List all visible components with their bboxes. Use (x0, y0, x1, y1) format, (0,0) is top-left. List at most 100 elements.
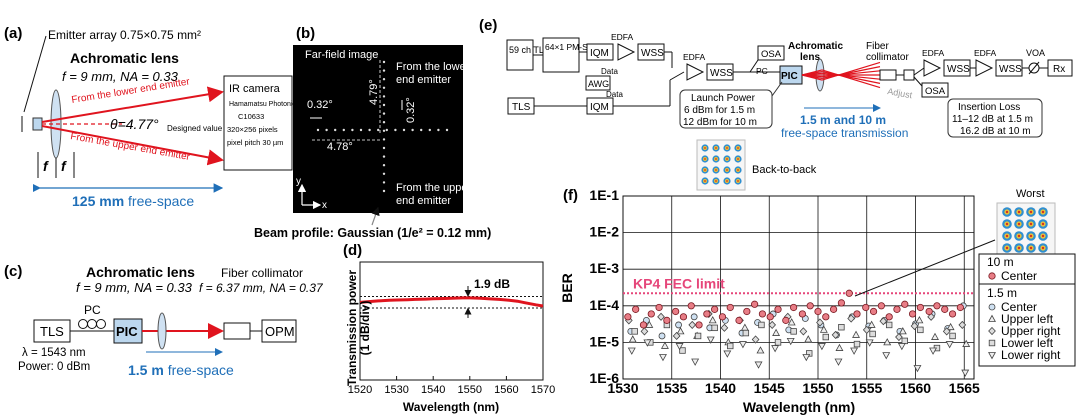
constellation-spot (704, 147, 706, 149)
ber-point-10m-center (647, 310, 655, 318)
far-field-spots (316, 60, 449, 193)
pc-label-e: PC (756, 66, 768, 76)
far-field-spot (394, 128, 397, 132)
ber-point-10m-center (893, 305, 901, 313)
ber-point-15m-upper-left (883, 338, 892, 346)
panel-f-y-tick-label: 1E-6 (589, 370, 619, 386)
ber-point-15m-upper-right (879, 317, 888, 326)
launch-power-box (679, 89, 773, 129)
distance-c: 1.5 m free-space (128, 362, 234, 378)
ber-point-15m-lower-right (929, 347, 938, 355)
ber-point-15m-lower-left (679, 347, 686, 354)
constellation-spot (1029, 246, 1033, 250)
ber-point-10m-center (718, 313, 727, 321)
ber-point-10m-center (908, 310, 917, 318)
ber-point-15m-lower-right (706, 336, 715, 344)
ber-point-15m-upper-left (835, 343, 844, 351)
far-field-spot (382, 164, 386, 167)
splitter-box (542, 37, 580, 73)
fiber-collimator-c (223, 322, 251, 340)
ber-point-15m-lower-right (691, 358, 700, 366)
tls-label-e: TLS (512, 102, 531, 113)
far-field-spot (368, 128, 371, 132)
iqm-label-1: IQM (590, 48, 609, 59)
constellation-spot (715, 169, 717, 171)
legend-item-upper-right: Upper right (1001, 324, 1061, 338)
constellation-spot (1005, 234, 1009, 238)
launch-power-title: Launch Power (691, 93, 756, 104)
panel-f-x-tick-label: 1555 (851, 380, 882, 396)
opm-label: OPM (265, 324, 295, 339)
data-label-1: Data (601, 67, 618, 76)
far-field-spot (382, 129, 386, 132)
osa-label-2: OSA (925, 86, 946, 97)
legend-marker-upper-right (988, 326, 996, 336)
theta-label: θ=4.77° (110, 116, 159, 132)
worst-pointer (854, 239, 996, 297)
voa-label: VOA (1026, 48, 1045, 58)
panel-e-label: (e) (479, 17, 497, 34)
f-label-1: f (43, 158, 49, 174)
wss-label-2: WSS (710, 68, 733, 79)
lens-spec-c: f = 9 mm, NA = 0.33 (76, 280, 193, 295)
panel-f-x-tick-label: 1550 (802, 380, 833, 396)
ber-point-15m-lower-right (961, 369, 970, 377)
constellation-spot (1017, 246, 1021, 250)
axis-y-label: y (296, 176, 301, 187)
constellation-spot (1041, 234, 1045, 238)
ber-point-10m-center (679, 313, 688, 321)
free-space-rays (801, 61, 881, 89)
panel-f-x-tick-label: 1545 (754, 380, 785, 396)
ber-point-15m-lower-right (786, 337, 795, 346)
panel-f-y-tick-label: 1E-3 (589, 260, 619, 276)
ber-point-15m-lower-right (675, 343, 684, 351)
constellation-worst-spots (1002, 207, 1048, 253)
panel-f-xlabel: Wavelength (nm) (743, 399, 855, 415)
osa-box-1 (757, 45, 785, 61)
constellation-spot (737, 169, 739, 171)
constellation-spot (1005, 246, 1009, 250)
beam-profile-label: Beam profile: Gaussian (1/e² = 0.12 mm) (254, 226, 491, 240)
osa-box-2 (921, 82, 949, 98)
collimator-spec: f = 6.37 mm, NA = 0.37 (199, 281, 324, 295)
far-field-spot (316, 128, 320, 132)
legend-marker-lower-right (988, 352, 996, 360)
ber-point-15m-lower-left (853, 340, 861, 348)
ber-point-10m-center (941, 305, 949, 313)
camera-line-2: C10633 (238, 112, 264, 121)
ber-point-10m-center (632, 305, 640, 313)
far-field-spot (382, 86, 386, 90)
free-space-ray (821, 72, 881, 80)
ber-point-15m-lower-right (643, 339, 652, 347)
free-space-ray (821, 71, 881, 84)
ber-point-15m-upper-left (676, 327, 685, 335)
edfa-label-1: EDFA (611, 32, 634, 42)
constellation-spot (704, 158, 706, 160)
panel-f-ylabel: BER (559, 273, 575, 303)
ber-point-10m-center (758, 310, 767, 318)
ber-point-15m-upper-left (772, 328, 781, 336)
far-field-spot (382, 181, 386, 184)
edfa-2 (686, 63, 705, 81)
ber-point-15m-upper-right (958, 320, 967, 330)
wavelength-label-c: λ = 1543 nm (22, 347, 86, 359)
legend-item-upper-left: Upper left (1001, 312, 1054, 326)
distance-a: 125 mm free-space (72, 193, 194, 209)
ber-point-15m-lower-left (838, 324, 845, 331)
ber-point-15m-lower-left (758, 321, 765, 329)
ber-point-10m-center (672, 307, 680, 316)
legend-head-10m: 10 m (987, 255, 1014, 269)
free-space-ray (821, 61, 881, 81)
far-field-spot (382, 172, 386, 175)
ber-point-15m-upper-left (852, 330, 861, 338)
ber-point-15m-upper-left (756, 346, 765, 354)
ber-point-15m-lower-left (631, 328, 638, 335)
ber-point-15m-lower-left (869, 330, 876, 338)
ber-point-15m-upper-right (799, 327, 808, 336)
ber-point-15m-lower-right (882, 352, 891, 360)
panel-d-series-line (359, 296, 544, 308)
ber-point-15m-upper-left (804, 335, 813, 343)
constellation-spot (737, 180, 739, 182)
ber-point-10m-center (624, 313, 632, 321)
